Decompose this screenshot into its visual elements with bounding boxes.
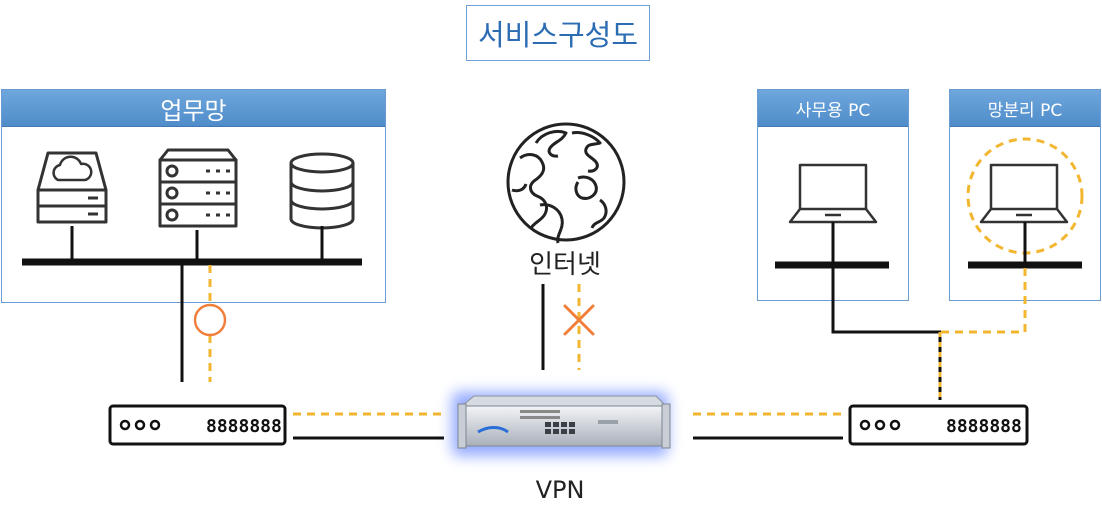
work-network-bus <box>22 226 362 382</box>
diagram-title: 서비스구성도 <box>466 5 650 61</box>
work-network-label: 업무망 <box>160 96 227 125</box>
database-icon <box>289 152 355 230</box>
vpn-appliance <box>452 392 671 456</box>
office-pc-label: 사무용 PC <box>795 100 871 121</box>
separated-pc-label: 망분리 PC <box>987 100 1063 121</box>
blocked-x-icon <box>563 304 595 336</box>
internet-label: 인터넷 <box>529 250 601 280</box>
left-network-appliance: 8888888 <box>108 404 287 446</box>
separated-pc-header: 망분리 PC <box>950 90 1100 127</box>
separated-pc-bus <box>938 222 1082 400</box>
globe-icon <box>506 122 626 244</box>
server-rack-icon <box>158 148 238 228</box>
left-appliance-display: 8888888 <box>206 416 282 437</box>
cloud-storage-icon <box>36 151 108 224</box>
right-appliance-display: 8888888 <box>946 416 1022 437</box>
separated-laptop-icon <box>979 163 1069 224</box>
work-network-header: 업무망 <box>2 90 385 127</box>
office-laptop-icon <box>788 163 878 224</box>
office-pc-bus <box>775 222 942 400</box>
right-network-appliance: 8888888 <box>848 404 1029 446</box>
work-network-panel: 업무망 <box>1 89 386 303</box>
office-pc-header: 사무용 PC <box>758 90 908 127</box>
allowed-circle-icon <box>193 303 227 337</box>
vpn-label: VPN <box>535 476 585 504</box>
